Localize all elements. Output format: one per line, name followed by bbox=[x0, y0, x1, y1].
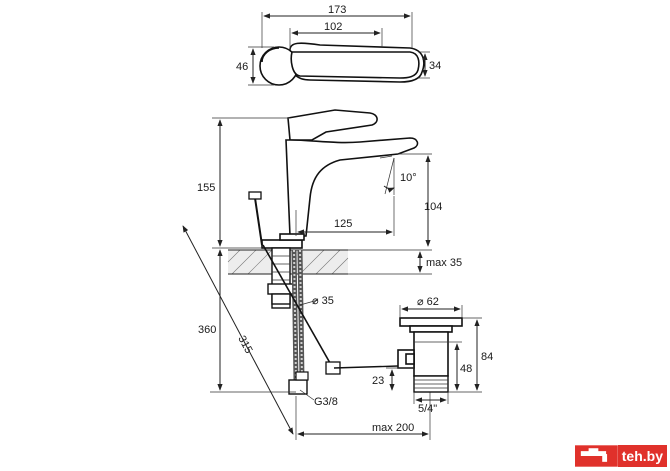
dim-body-depth: 46 bbox=[236, 61, 248, 73]
top-view-lever bbox=[290, 51, 420, 79]
side-view-faucet: 155 10° 104 125 max 35 bbox=[182, 109, 462, 440]
dim-pull-rod: max 200 bbox=[372, 422, 414, 434]
dim-drain-offset: 23 bbox=[372, 375, 384, 387]
dim-mount-thickness: max 35 bbox=[426, 257, 462, 269]
dim-lever-depth: 34 bbox=[429, 60, 441, 72]
drain-body bbox=[413, 331, 449, 377]
dim-drain-body: 48 bbox=[460, 363, 472, 375]
braided-hoses bbox=[288, 249, 309, 395]
top-view: 173 102 46 34 bbox=[236, 4, 441, 86]
dim-hose-315: 315 bbox=[235, 334, 254, 356]
dim-spout-reach: 125 bbox=[334, 218, 352, 230]
drain-valve: ⌀ 62 84 48 23 5/4" bbox=[372, 296, 493, 415]
faucet-lever bbox=[287, 109, 378, 141]
faucet-body bbox=[285, 137, 419, 237]
dim-hose-thread: G3/8 bbox=[314, 396, 338, 408]
dim-drain-height: 84 bbox=[481, 351, 493, 363]
watermark-text: teh.by bbox=[617, 445, 667, 467]
drain-flange bbox=[399, 317, 463, 327]
dim-lever-length: 102 bbox=[324, 21, 342, 33]
dim-drain-diameter: ⌀ 62 bbox=[417, 296, 439, 308]
site-watermark-badge: teh.by bbox=[575, 445, 667, 467]
tap-logo-icon bbox=[575, 445, 618, 467]
dim-spout-angle: 10° bbox=[400, 172, 417, 184]
dim-drain-thread: 5/4" bbox=[418, 403, 437, 415]
dim-hose-360: 360 bbox=[198, 324, 216, 336]
drain-thread bbox=[413, 375, 449, 393]
dim-height-total: 155 bbox=[197, 182, 215, 194]
dim-spout-height: 104 bbox=[424, 201, 442, 213]
faucet-base bbox=[261, 239, 303, 249]
dim-hole-diameter: ⌀ 35 bbox=[312, 295, 334, 307]
dim-top-length: 173 bbox=[328, 4, 346, 16]
